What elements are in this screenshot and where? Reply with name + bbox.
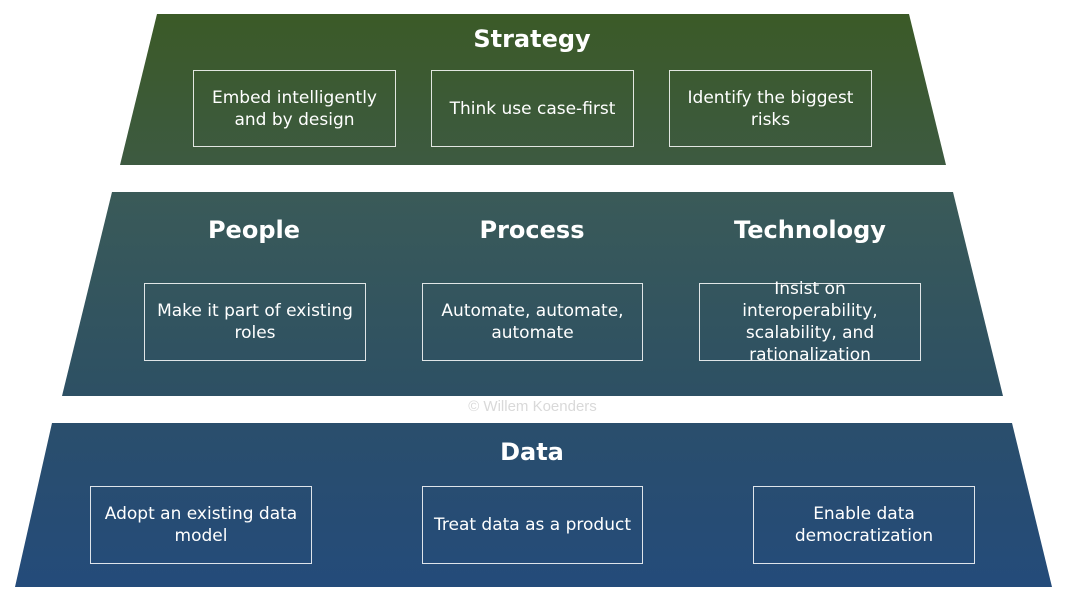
data-title: Data — [500, 438, 564, 466]
data-item-model: Adopt an existing data model — [90, 486, 312, 564]
technology-title: Technology — [734, 216, 886, 244]
strategy-item-embed: Embed intelligently and by design — [193, 70, 396, 147]
data-item-democratization: Enable data democratization — [753, 486, 975, 564]
copyright-watermark: © Willem Koenders — [468, 398, 597, 415]
process-item: Automate, automate, automate — [422, 283, 643, 361]
middle-trapezoid — [62, 192, 1003, 396]
strategy-tier: Strategy Embed intelligently and by desi… — [0, 14, 1065, 165]
data-item-product: Treat data as a product — [422, 486, 643, 564]
data-tier: Data Adopt an existing data model Treat … — [0, 423, 1065, 587]
strategy-trapezoid — [120, 14, 946, 165]
strategy-item-use-case: Think use case-first — [431, 70, 634, 147]
people-item: Make it part of existing roles — [144, 283, 366, 361]
strategy-item-risks: Identify the biggest risks — [669, 70, 872, 147]
strategy-title: Strategy — [473, 25, 591, 53]
technology-item: Insist on interoperability, scalability,… — [699, 279, 921, 365]
process-title: Process — [479, 216, 585, 244]
data-trapezoid — [15, 423, 1052, 587]
people-title: People — [207, 216, 301, 244]
people-process-technology-tier: People Process Technology Make it part o… — [0, 192, 1065, 396]
